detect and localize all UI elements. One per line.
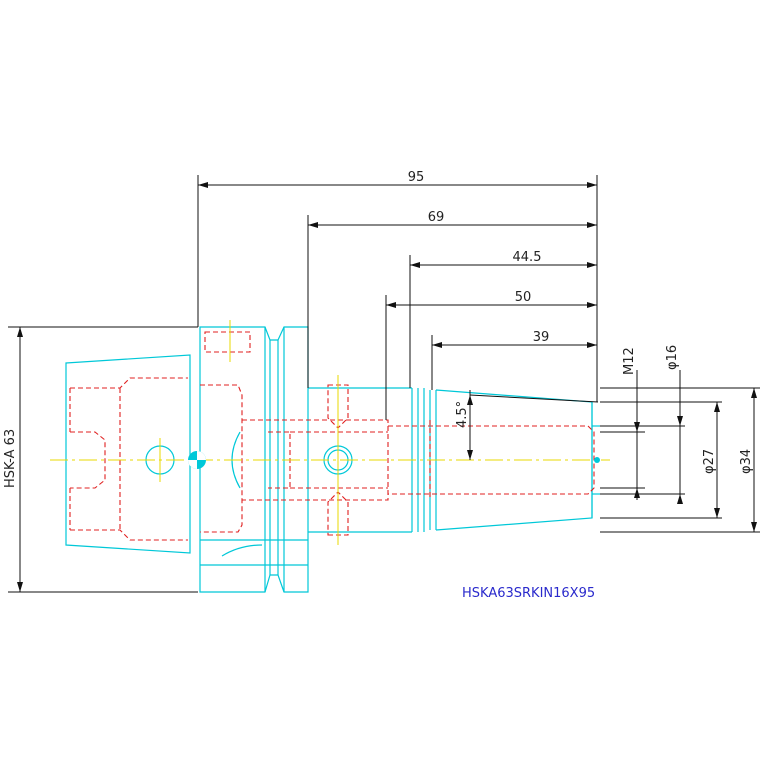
dim-44-5-label: 44.5 [513, 250, 542, 265]
dimension-arrows [17, 182, 757, 592]
dia-34-label: φ34 [739, 449, 754, 474]
dia-16-label: φ16 [665, 345, 680, 370]
dim-69-label: 69 [428, 210, 445, 225]
hidden-lines [69, 331, 595, 541]
hsk-a63-label: HSK-A 63 [3, 429, 18, 488]
centerlines [50, 320, 610, 545]
dia-27-label: φ27 [702, 449, 717, 474]
dim-95-label: 95 [408, 170, 425, 185]
center-mark [188, 451, 600, 469]
dimension-lines [8, 175, 760, 593]
part-number-label: HSKA63SRKIN16X95 [462, 586, 595, 601]
thread-m12-label: M12 [622, 347, 637, 375]
angle-4-5-label: 4.5° [455, 401, 470, 428]
dim-50-label: 50 [515, 290, 532, 305]
dim-39-label: 39 [533, 330, 550, 345]
